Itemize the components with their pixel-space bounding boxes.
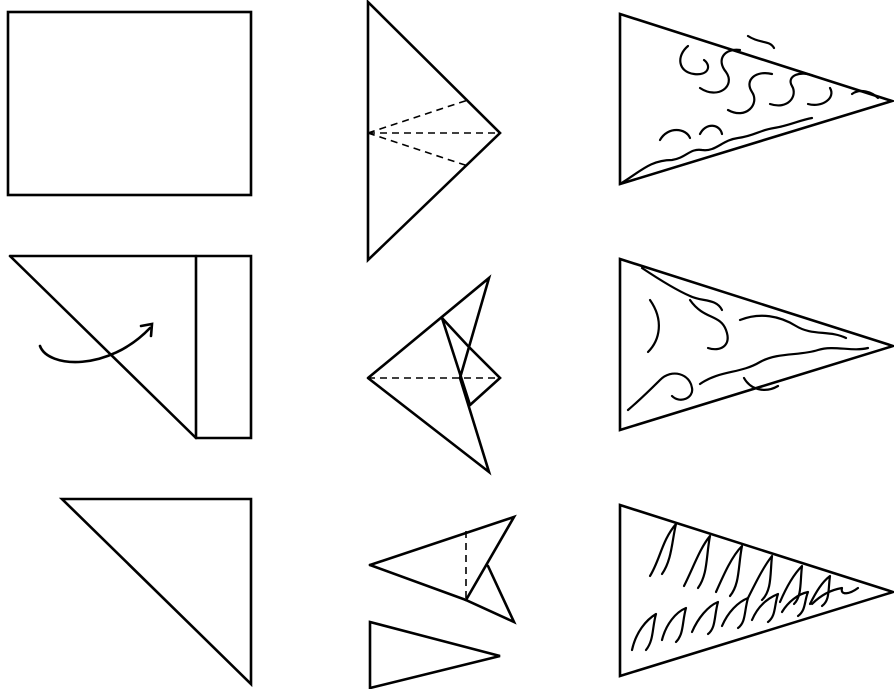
- step-rectangle-sheet: [8, 12, 251, 195]
- step-triangle-with-fold-lines: [368, 2, 500, 260]
- step-folded-into-thirds: [368, 278, 500, 472]
- curved-arrow-icon: [40, 324, 152, 362]
- step-cut-pattern-waves: [620, 259, 893, 430]
- step-folded-triangle: [62, 499, 251, 684]
- step-fold-corner-over: [10, 256, 251, 438]
- step-cut-pattern-swirls: [620, 14, 892, 184]
- step-cut-pattern-spikes: [620, 505, 893, 676]
- step-trim-off-excess: [370, 517, 514, 688]
